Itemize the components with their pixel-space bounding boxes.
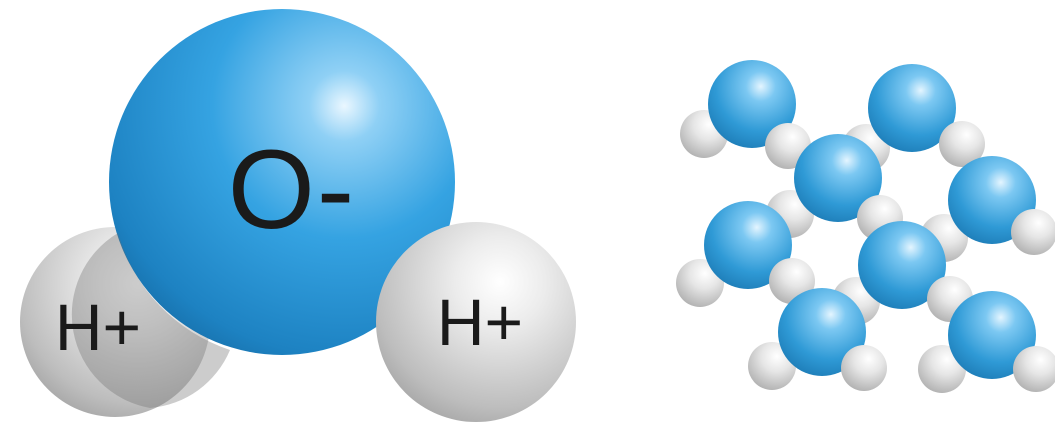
hydrogen-right-label: H+ [436, 285, 524, 359]
cluster-hydrogen-atom [676, 259, 724, 307]
hydrogen-left-shadow [71, 233, 230, 408]
cluster-oxygen-atom [948, 291, 1036, 379]
cluster-oxygen-atom [708, 60, 796, 148]
cluster-oxygen-atom [858, 221, 946, 309]
hydrogen-atom-right [376, 222, 576, 422]
cluster-hydrogen-atom [1013, 346, 1055, 392]
cluster-oxygen-atom [778, 288, 866, 376]
oxygen-atom [109, 9, 455, 355]
oxygen-label: O- [227, 127, 357, 252]
single-water-molecule [20, 9, 576, 422]
cluster-oxygen-atom [704, 201, 792, 289]
water-molecule-cluster [676, 60, 1055, 393]
cluster-hydrogen-atom [939, 121, 985, 167]
cluster-oxygen-atom [868, 64, 956, 152]
cluster-oxygen-atom [794, 134, 882, 222]
hydrogen-left-label: H+ [54, 290, 142, 364]
cluster-hydrogen-atom [1011, 209, 1055, 255]
cluster-hydrogen-atom [841, 345, 887, 391]
